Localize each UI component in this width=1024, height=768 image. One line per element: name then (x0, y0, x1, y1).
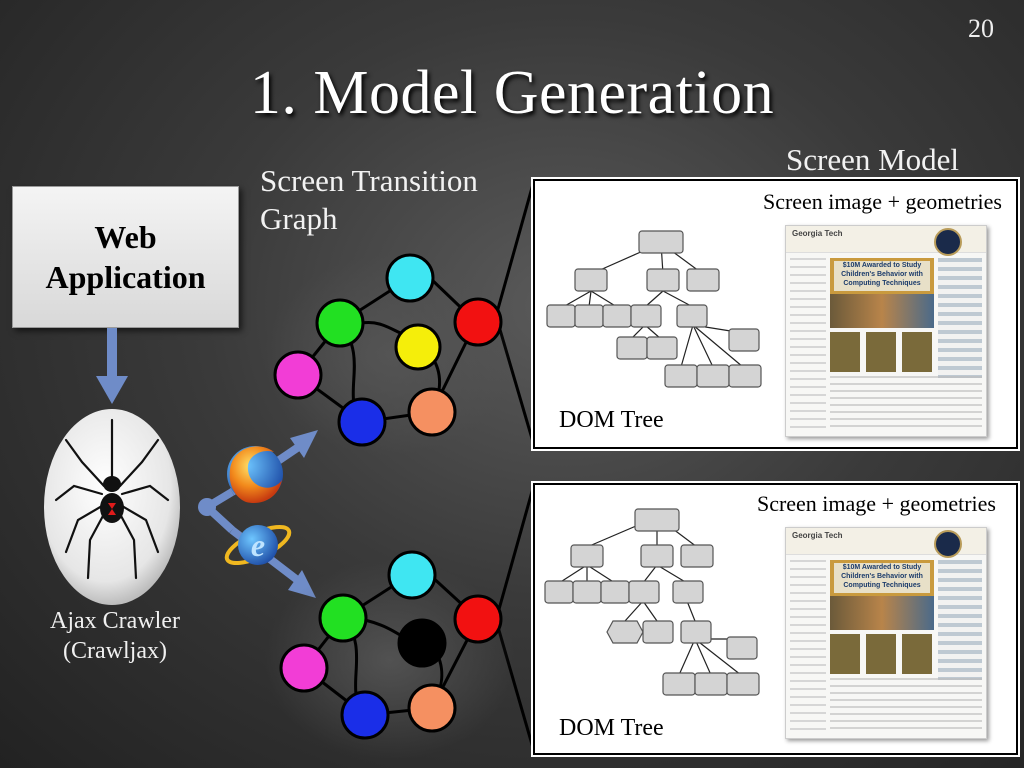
graph-2-node-red (453, 594, 503, 644)
graph-1-node-green (315, 298, 365, 348)
screen-model-panel-1: Screen image + geometries DOM Tr (533, 179, 1018, 449)
graph-1-node-red (453, 297, 503, 347)
screen-image: Georgia Tech $10M Awarded to Study Child… (785, 527, 987, 739)
dom-tree-label: DOM Tree (559, 407, 664, 433)
graph-2-node-orange (407, 683, 457, 733)
dom-tree-nodes (546, 230, 762, 388)
screen-image-hero: $10M Awarded to Study Children's Behavio… (830, 258, 934, 328)
down-arrow (96, 328, 128, 404)
svg-text:e: e (251, 527, 265, 563)
screen-image-hero: $10M Awarded to Study Children's Behavio… (830, 560, 934, 630)
hero-photo (830, 294, 934, 328)
screen-image-header: Georgia Tech (786, 528, 986, 558)
crawler-label: Ajax Crawler (Crawljax) (20, 606, 210, 666)
screen-image-news-list (830, 678, 982, 734)
crawler-label-line1: Ajax Crawler (50, 608, 180, 634)
graph-1-node-yellow (394, 323, 442, 371)
stg-title-line1: Screen Transition (260, 163, 478, 198)
dom-tree-diagram (544, 508, 760, 696)
graph-1-node-cyan (385, 253, 435, 303)
spider-icon (44, 409, 180, 605)
graph-2-node-green (318, 593, 368, 643)
screen-image-headline: $10M Awarded to Study Children's Behavio… (834, 261, 930, 291)
transition-graph-1 (265, 253, 515, 455)
slide-title: 1. Model Generation (249, 59, 775, 127)
dom-tree-nodes (544, 508, 760, 696)
screen-image: Georgia Tech $10M Awarded to Study Child… (785, 225, 987, 437)
web-app-line1: Web (94, 219, 157, 255)
graph-2-node-blue (340, 690, 390, 740)
slide-number: 20 (968, 14, 994, 43)
hero-photo (830, 596, 934, 630)
graph-1-node-orange (407, 387, 457, 437)
panel-caption: Screen image + geometries (756, 491, 996, 516)
screen-image-right-column (938, 258, 982, 378)
crawler-label-line2: (Crawljax) (63, 638, 167, 664)
screen-image-header: Georgia Tech (786, 226, 986, 256)
screen-image-thumbnails (830, 634, 934, 674)
internet-explorer-icon: e (224, 524, 292, 566)
screen-image-headline: $10M Awarded to Study Children's Behavio… (834, 563, 930, 593)
screen-image-sidebar (790, 560, 826, 730)
firefox-icon (227, 446, 283, 504)
seal-icon (934, 530, 962, 558)
web-app-line2: Application (45, 259, 206, 295)
screen-image-sidebar (790, 258, 826, 428)
screen-image-logo: Georgia Tech (792, 229, 843, 238)
transition-graph-2 (265, 550, 515, 760)
seal-icon (934, 228, 962, 256)
dom-tree-diagram (546, 230, 762, 388)
screen-transition-graph-title: Screen Transition Graph (260, 162, 478, 238)
graph-1-node-blue (337, 397, 387, 447)
screen-image-thumbnails (830, 332, 934, 372)
screen-image-logo: Georgia Tech (792, 531, 843, 540)
graph-2-node-magenta (279, 643, 329, 693)
screen-model-panel-2: Screen image + geometries (533, 483, 1018, 755)
graph-2-node-black (397, 618, 447, 668)
screen-image-news-list (830, 376, 982, 432)
stg-title-line2: Graph (260, 201, 338, 236)
graph-1-node-magenta (273, 350, 323, 400)
panel-caption: Screen image + geometries (762, 189, 1002, 214)
graph-2-node-cyan (387, 550, 437, 600)
screen-model-title: Screen Model (786, 142, 960, 177)
web-application-box: Web Application (12, 186, 239, 328)
screen-image-right-column (938, 560, 982, 680)
dom-tree-label: DOM Tree (559, 715, 664, 741)
